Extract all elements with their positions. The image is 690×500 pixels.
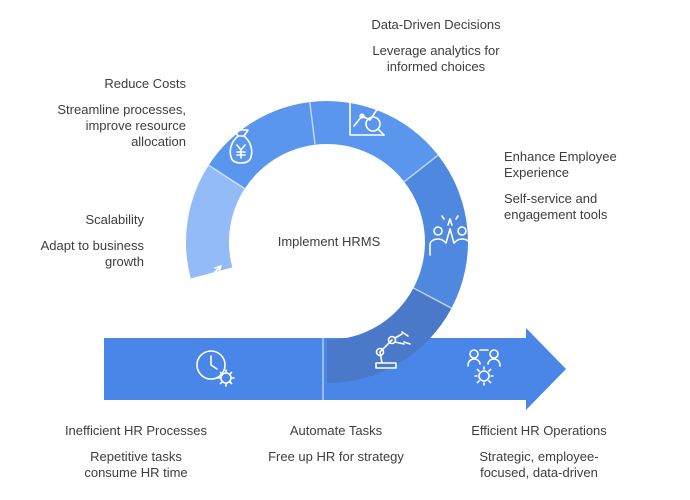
label-inefficient-hr-processes: Inefficient HR Processes Repetitive task… xyxy=(56,423,216,481)
analytics-magnifier-icon xyxy=(349,101,385,136)
segment-divider xyxy=(309,102,316,145)
description: Streamline processes, improve resource a… xyxy=(57,102,186,149)
label-reduce-costs: Reduce Costs Streamline processes, impro… xyxy=(36,76,186,150)
segment-dividers xyxy=(208,102,452,309)
segment-automate-tasks xyxy=(327,288,452,383)
description: Free up HR for strategy xyxy=(268,449,404,464)
label-efficient-hr-operations: Efficient HR Operations Strategic, emplo… xyxy=(459,423,619,481)
label-automate-tasks: Automate Tasks Free up HR for strategy xyxy=(256,423,416,465)
segment-divider xyxy=(403,154,439,183)
robot-arm-icon xyxy=(375,331,411,369)
segment-scalability xyxy=(185,165,245,279)
label-enhance-employee-experience: Enhance Employee Experience Self-service… xyxy=(504,149,634,223)
description: Adapt to business growth xyxy=(40,238,144,269)
segment-divider xyxy=(413,287,452,309)
title: Reduce Costs xyxy=(104,76,186,91)
clock-gear-icon xyxy=(196,350,235,387)
label-scalability: Scalability Adapt to business growth xyxy=(20,212,144,270)
title: Efficient HR Operations xyxy=(471,423,607,438)
label-data-driven-decisions: Data-Driven Decisions Leverage analytics… xyxy=(346,17,526,75)
segment-divider xyxy=(208,164,246,190)
title: Data-Driven Decisions xyxy=(371,17,501,32)
segment-data-driven-decisions xyxy=(309,101,439,182)
description: Self-service and engagement tools xyxy=(504,191,608,222)
segment-reduce-costs xyxy=(208,102,316,189)
description: Strategic, employee-focused, data-driven xyxy=(479,449,599,480)
title: Automate Tasks xyxy=(289,423,383,438)
growing-plant-icon xyxy=(186,265,226,305)
description: Repetitive tasks consume HR time xyxy=(84,449,188,480)
title: Inefficient HR Processes xyxy=(64,423,208,438)
segment-enhance-employee-experience xyxy=(404,155,468,309)
title: Enhance Employee Experience xyxy=(504,149,617,180)
description: Leverage analytics for informed choices xyxy=(372,43,500,74)
title: Scalability xyxy=(85,212,144,227)
team-gear-icon xyxy=(467,349,501,386)
center-label: Implement HRMS xyxy=(278,234,381,249)
high-five-icon xyxy=(429,215,471,256)
money-bag-icon xyxy=(229,129,253,164)
